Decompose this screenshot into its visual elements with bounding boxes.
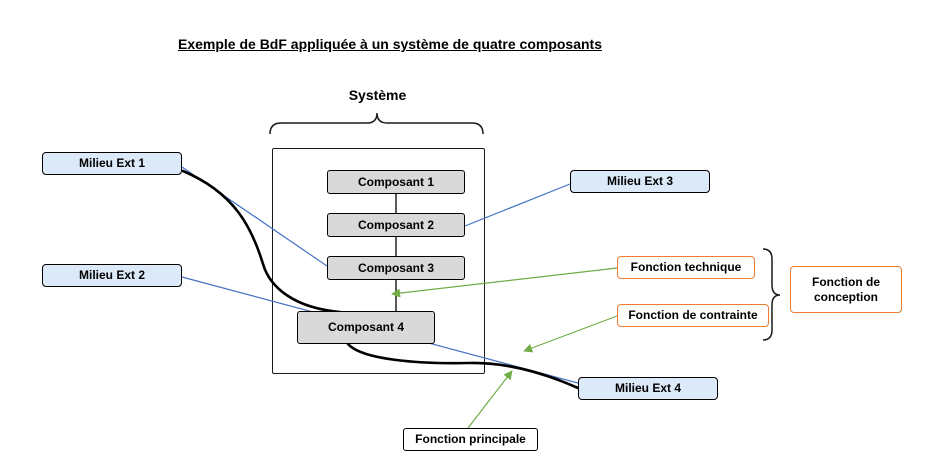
arrow-fonction-principale — [467, 370, 513, 429]
component-3-box: Composant 3 — [327, 256, 465, 280]
system-label: Système — [348, 87, 407, 103]
fonction-conception-label: Fonction de conception — [812, 274, 880, 304]
diagram-title: Exemple de BdF appliquée à un système de… — [177, 36, 602, 52]
arrow-fonction-contrainte — [523, 315, 618, 353]
fonction-principale-box: Fonction principale — [403, 428, 538, 451]
component-1-label: Composant 1 — [357, 174, 434, 189]
component-3-label: Composant 3 — [357, 260, 434, 275]
fonction-conception-box: Fonction de conception — [790, 266, 902, 313]
milieu-ext-1-box: Milieu Ext 1 — [42, 152, 182, 175]
fonction-principale-label: Fonction principale — [415, 432, 526, 446]
milieu-ext-1-label: Milieu Ext 1 — [78, 156, 146, 170]
fonction-contrainte-box: Fonction de contrainte — [617, 304, 769, 327]
system-top-brace — [269, 112, 484, 135]
milieu-ext-2-box: Milieu Ext 2 — [42, 264, 182, 287]
component-4-box: Composant 4 — [297, 311, 435, 344]
milieu-ext-3-box: Milieu Ext 3 — [570, 170, 710, 193]
milieu-ext-3-label: Milieu Ext 3 — [606, 174, 674, 188]
fonction-technique-label: Fonction technique — [630, 260, 742, 274]
component-2-box: Composant 2 — [327, 213, 465, 237]
milieu-ext-4-box: Milieu Ext 4 — [578, 377, 718, 400]
milieu-ext-2-label: Milieu Ext 2 — [78, 268, 146, 282]
fonction-technique-box: Fonction technique — [617, 256, 755, 279]
fonction-contrainte-label: Fonction de contrainte — [628, 308, 758, 322]
component-2-label: Composant 2 — [357, 217, 434, 232]
component-4-label: Composant 4 — [327, 320, 404, 334]
component-1-box: Composant 1 — [327, 170, 465, 194]
milieu-ext-4-label: Milieu Ext 4 — [614, 381, 682, 395]
